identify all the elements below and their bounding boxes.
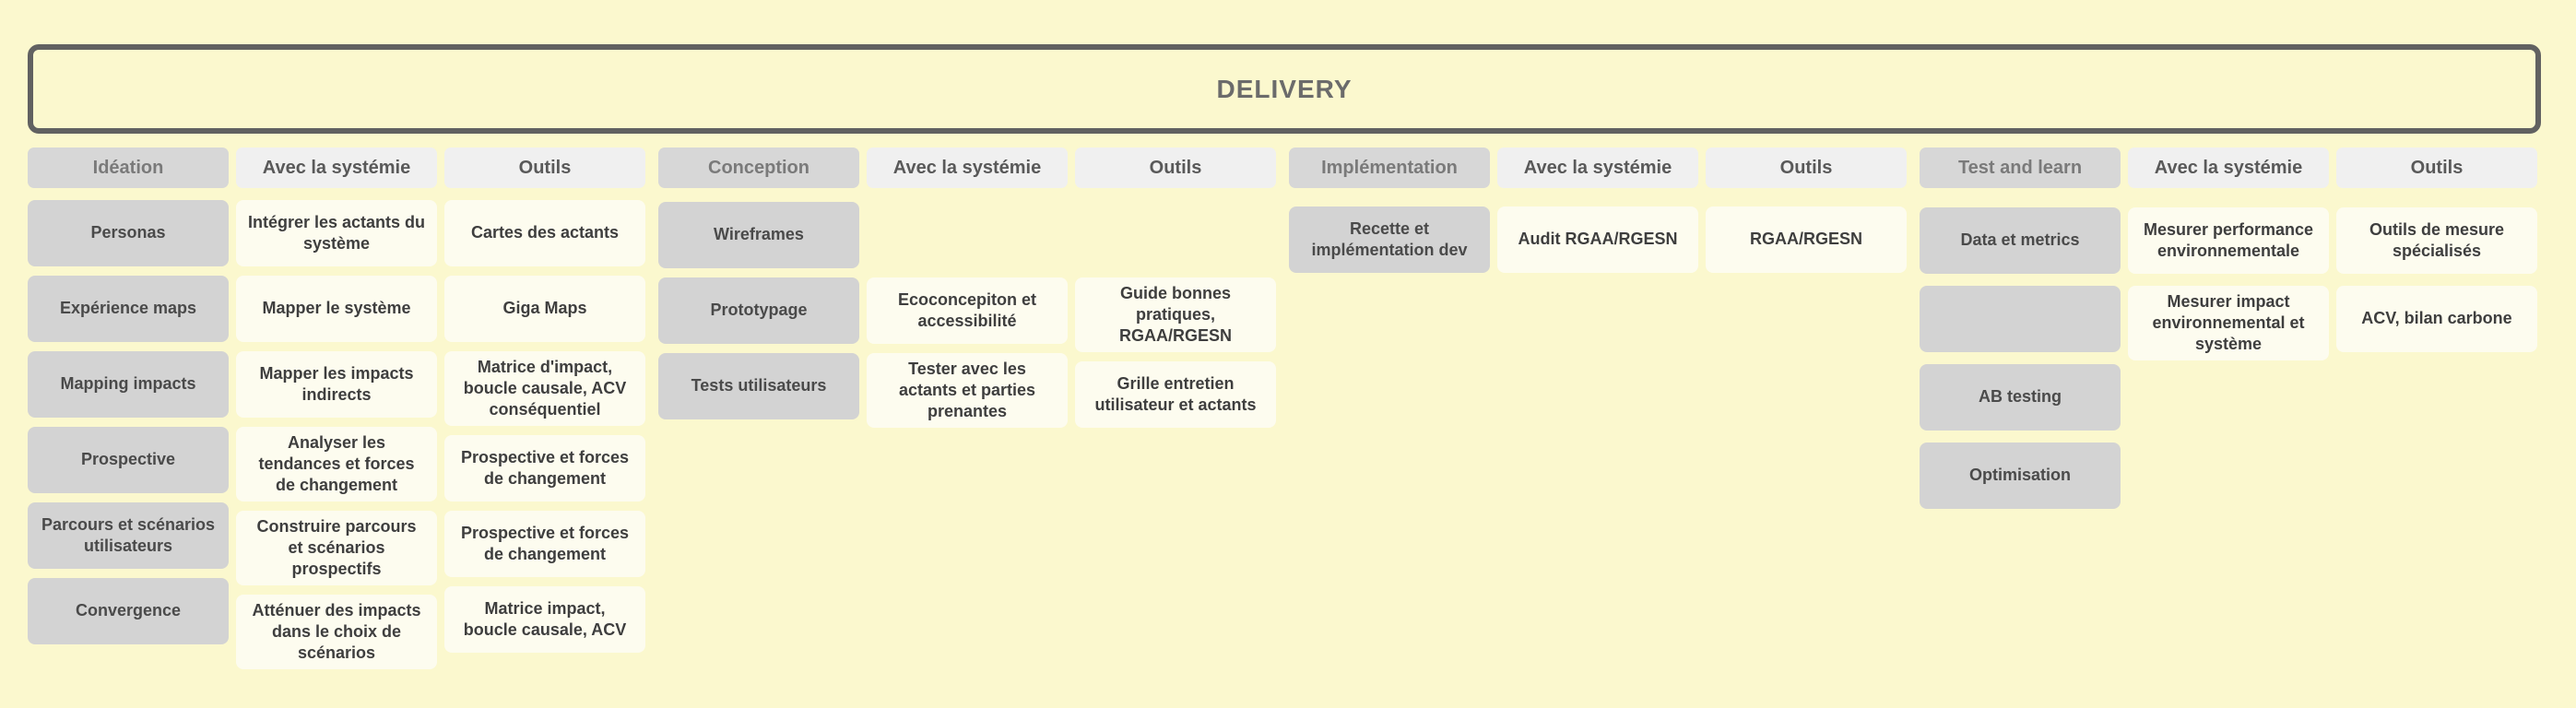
phase-card[interactable]: Recette et implémentation dev [1289, 206, 1490, 273]
note-card[interactable]: RGAA/RGESN [1706, 206, 1907, 273]
note-card[interactable]: Mapper le système [236, 276, 437, 342]
phase-card[interactable]: Prototypage [658, 277, 859, 344]
note-card[interactable]: Cartes des actants [444, 200, 645, 266]
column-test-and-learn-phases: Test and learn Data et metrics AB testin… [1920, 148, 2121, 509]
column-implementation-phases: Implémentation Recette et implémentation… [1289, 148, 1490, 273]
note-card[interactable]: ACV, bilan carbone [2336, 286, 2537, 352]
column-test-and-learn-outils: Outils Outils de mesure spécialisés ACV,… [2336, 148, 2537, 352]
group-ideation: Idéation Personas Expérience maps Mappin… [28, 148, 645, 670]
column-ideation-phases: Idéation Personas Expérience maps Mappin… [28, 148, 229, 644]
phase-card[interactable]: Parcours et scénarios utilisateurs [28, 502, 229, 569]
header-outils[interactable]: Outils [2336, 148, 2537, 188]
column-implementation-outils: Outils RGAA/RGESN [1706, 148, 1907, 273]
note-card[interactable]: Giga Maps [444, 276, 645, 342]
header-implementation[interactable]: Implémentation [1289, 148, 1490, 188]
note-card[interactable]: Tester avec les actants et parties prena… [867, 353, 1068, 429]
group-conception: Conception Wireframes Prototypage Tests … [658, 148, 1276, 429]
delivery-title-frame[interactable]: DELIVERY [28, 44, 2541, 134]
phase-card[interactable]: Prospective [28, 427, 229, 493]
group-implementation: Implémentation Recette et implémentation… [1289, 148, 1907, 273]
note-card[interactable]: Atténuer des impacts dans le choix de sc… [236, 595, 437, 670]
header-avec-la-systemie[interactable]: Avec la systémie [236, 148, 437, 188]
header-avec-la-systemie[interactable]: Avec la systémie [2128, 148, 2329, 188]
phase-card[interactable]: Mapping impacts [28, 351, 229, 418]
note-card[interactable]: Matrice impact, boucle causale, ACV [444, 586, 645, 654]
empty-slot [867, 202, 1068, 268]
column-ideation-systemie: Avec la systémie Intégrer les actants du… [236, 148, 437, 670]
header-outils[interactable]: Outils [1075, 148, 1276, 188]
header-outils[interactable]: Outils [1706, 148, 1907, 188]
column-conception-phases: Conception Wireframes Prototypage Tests … [658, 148, 859, 419]
header-test-and-learn[interactable]: Test and learn [1920, 148, 2121, 188]
page-title: DELIVERY [1216, 74, 1353, 103]
phase-card[interactable]: AB testing [1920, 364, 2121, 431]
phase-card[interactable]: Optimisation [1920, 442, 2121, 509]
note-card[interactable]: Construire parcours et scénarios prospec… [236, 511, 437, 586]
phase-card[interactable]: Tests utilisateurs [658, 353, 859, 419]
column-test-and-learn-systemie: Avec la systémie Mesurer performance env… [2128, 148, 2329, 361]
column-implementation-systemie: Avec la systémie Audit RGAA/RGESN [1497, 148, 1698, 273]
group-test-and-learn: Test and learn Data et metrics AB testin… [1920, 148, 2537, 509]
header-avec-la-systemie[interactable]: Avec la systémie [867, 148, 1068, 188]
phase-card[interactable]: Convergence [28, 578, 229, 644]
note-card[interactable]: Mesurer impact environnemental et systèm… [2128, 286, 2329, 361]
note-card[interactable]: Guide bonnes pratiques, RGAA/RGESN [1075, 277, 1276, 353]
board-columns: Idéation Personas Expérience maps Mappin… [28, 148, 2537, 670]
note-card[interactable]: Ecoconcepiton et accessibilité [867, 277, 1068, 344]
column-ideation-outils: Outils Cartes des actants Giga Maps Matr… [444, 148, 645, 654]
column-conception-systemie: Avec la systémie Ecoconcepiton et access… [867, 148, 1068, 429]
note-card[interactable]: Prospective et forces de changement [444, 435, 645, 502]
header-outils[interactable]: Outils [444, 148, 645, 188]
phase-card[interactable]: Data et metrics [1920, 207, 2121, 274]
phase-card[interactable]: Personas [28, 200, 229, 266]
header-conception[interactable]: Conception [658, 148, 859, 188]
empty-slot [1075, 202, 1276, 268]
column-conception-outils: Outils Guide bonnes pratiques, RGAA/RGES… [1075, 148, 1276, 429]
note-card[interactable]: Intégrer les actants du système [236, 200, 437, 266]
note-card[interactable]: Analyser les tendances et forces de chan… [236, 427, 437, 502]
note-card[interactable]: Grille entretien utilisateur et actants [1075, 361, 1276, 429]
header-avec-la-systemie[interactable]: Avec la systémie [1497, 148, 1698, 188]
phase-card[interactable]: Wireframes [658, 202, 859, 268]
note-card[interactable]: Mesurer performance environnementale [2128, 207, 2329, 274]
note-card[interactable]: Audit RGAA/RGESN [1497, 206, 1698, 273]
note-card[interactable]: Outils de mesure spécialisés [2336, 207, 2537, 274]
phase-card[interactable]: Expérience maps [28, 276, 229, 342]
note-card[interactable]: Matrice d'impact, boucle causale, ACV co… [444, 351, 645, 427]
empty-phase-card[interactable] [1920, 286, 2121, 352]
note-card[interactable]: Prospective et forces de changement [444, 511, 645, 578]
header-ideation[interactable]: Idéation [28, 148, 229, 188]
note-card[interactable]: Mapper les impacts indirects [236, 351, 437, 418]
